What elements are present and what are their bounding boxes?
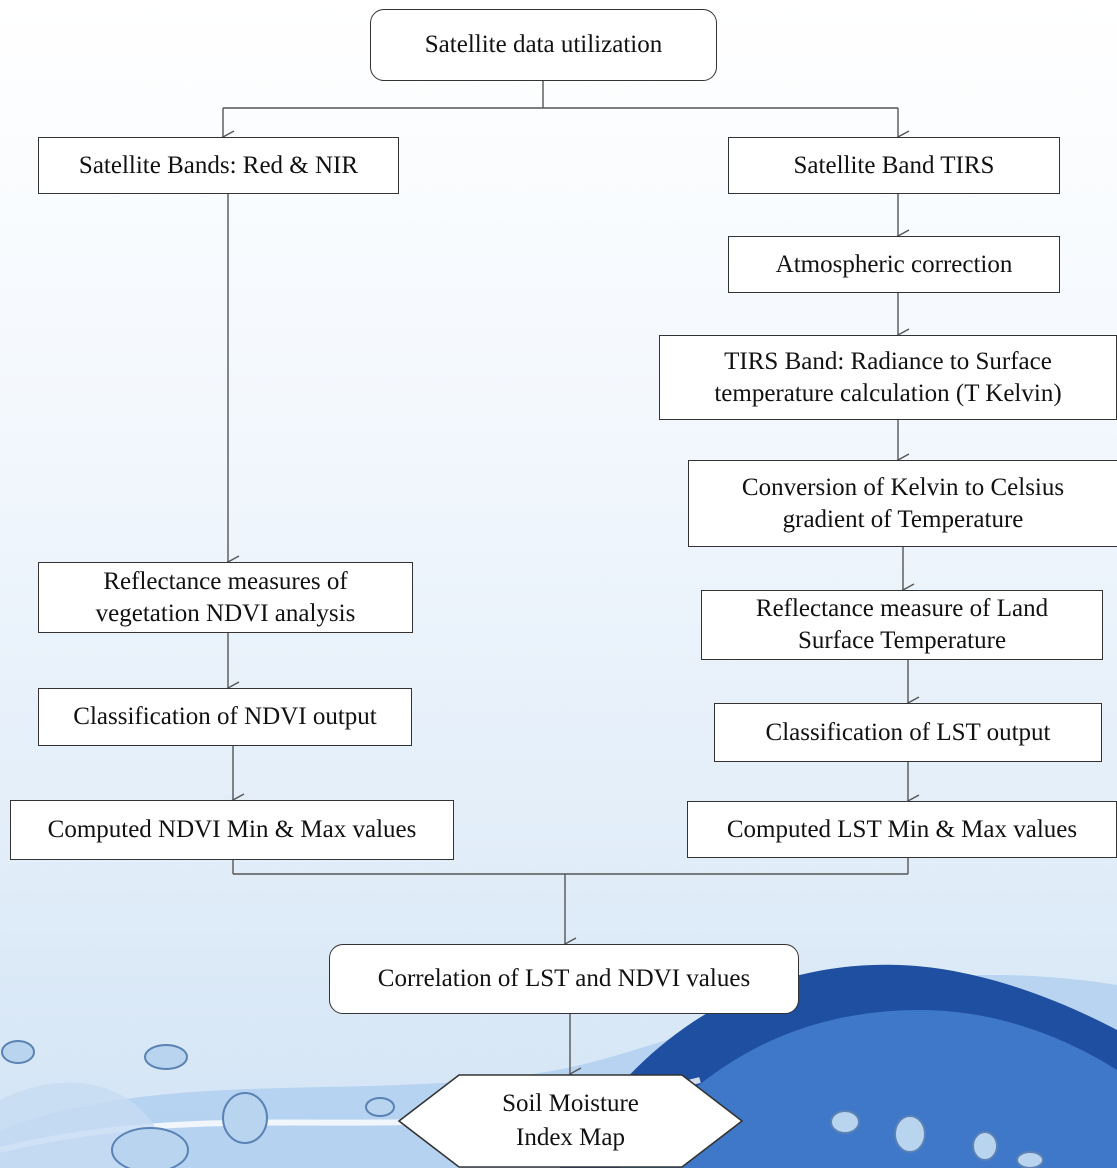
node-ndvi-minmax: Computed NDVI Min & Max values [10,800,454,860]
droplet [111,1127,189,1168]
node-label: Atmospheric correction [775,250,1013,278]
hexagon-shape [397,1074,744,1168]
node-label: Computed LST Min & Max values [726,815,1078,843]
node-label-line2: Surface Temperature [797,627,1007,654]
node-label-line1: TIRS Band: Radiance to Surface [724,347,1052,375]
node-label: Computed NDVI Min & Max values [47,816,417,843]
node-label: Satellite data utilization [424,31,663,58]
node-atmospheric-correction: Atmospheric correction [728,236,1060,293]
node-label-line1: Soil Moisture [502,1090,639,1117]
node-lst-minmax: Computed LST Min & Max values [687,801,1117,858]
droplet [830,1110,860,1134]
node-ndvi-classification: Classification of NDVI output [38,688,412,746]
node-lst-classification: Classification of LST output [714,703,1102,762]
node-soil-moisture-index-map: Soil Moisture Index Map [397,1074,744,1168]
node-label: Satellite Bands: Red & NIR [78,151,359,179]
node-kelvin-to-celsius: Conversion of Kelvin to Celsius gradient… [688,460,1117,547]
droplet [972,1131,998,1161]
node-satellite-band-tirs: Satellite Band TIRS [728,137,1060,194]
node-lst-reflectance: Reflectance measure of Land Surface Temp… [701,590,1103,660]
node-label-line1: Conversion of Kelvin to Celsius [741,473,1065,501]
droplet [1016,1151,1044,1168]
droplet [144,1044,188,1070]
node-label-line2: vegetation NDVI analysis [95,599,356,627]
node-label-line1: Reflectance measure of Land [755,595,1049,622]
node-label: Classification of LST output [765,718,1051,746]
water-droplets [1,1040,1044,1168]
droplet [894,1115,926,1153]
wave-mid-band [620,1010,1117,1168]
node-correlation-lst-ndvi: Correlation of LST and NDVI values [329,944,799,1014]
node-satellite-data-utilization: Satellite data utilization [370,9,717,81]
soil-map-label: Soil Moisture Index Map [397,1074,744,1168]
droplet [222,1092,268,1144]
node-label-line2: temperature calculation (T Kelvin) [714,379,1062,407]
node-label-line1: Reflectance measures of [103,567,348,595]
node-label: Correlation of LST and NDVI values [377,965,751,992]
droplet [1,1040,35,1064]
node-label-line2: gradient of Temperature [782,505,1024,533]
droplet [365,1097,395,1117]
node-label: Classification of NDVI output [73,703,377,730]
node-ndvi-reflectance: Reflectance measures of vegetation NDVI … [38,562,413,633]
node-label: Satellite Band TIRS [793,151,995,179]
node-radiance-to-temperature: TIRS Band: Radiance to Surface temperatu… [659,335,1117,420]
node-satellite-bands-red-nir: Satellite Bands: Red & NIR [38,137,399,194]
node-label-line2: Index Map [516,1124,625,1151]
